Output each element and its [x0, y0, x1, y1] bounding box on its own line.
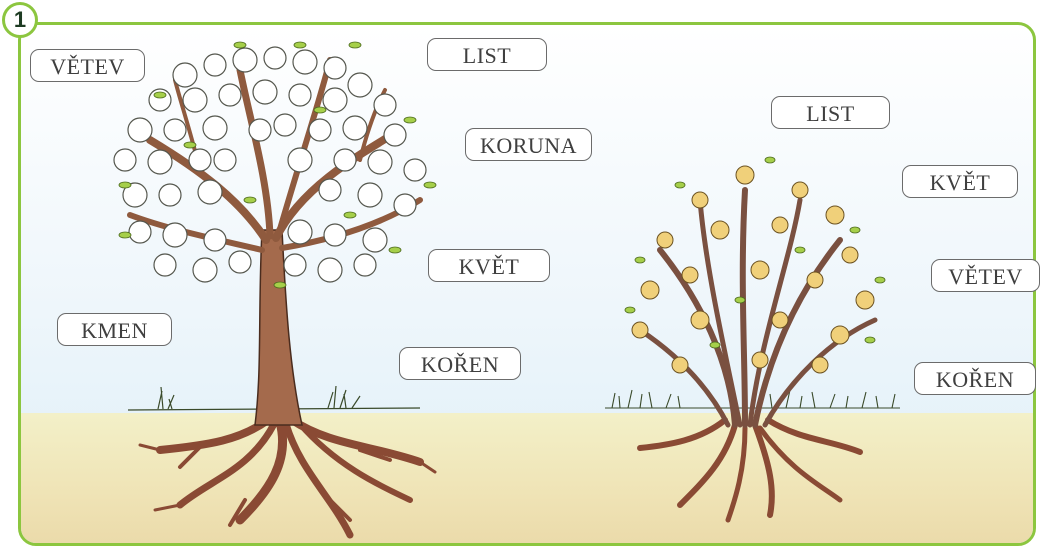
label-branch-right: VĚTEV	[931, 259, 1040, 292]
label-root-left: KOŘEN	[399, 347, 521, 380]
right-shrub-stems	[640, 190, 875, 425]
label-flower-right: KVĚT	[902, 165, 1018, 198]
label-branch-left: VĚTEV	[30, 49, 145, 82]
label-leaf-right: LIST	[771, 96, 890, 129]
label-crown-left: KORUNA	[465, 128, 592, 161]
right-shrub-roots	[640, 420, 860, 520]
label-leaf-left: LIST	[427, 38, 547, 71]
right-shrub-flowers	[632, 166, 874, 373]
label-trunk-left: KMEN	[57, 313, 172, 346]
label-flower-left: KVĚT	[428, 249, 550, 282]
label-root-right: KOŘEN	[914, 362, 1036, 395]
left-tree-roots	[140, 420, 435, 535]
